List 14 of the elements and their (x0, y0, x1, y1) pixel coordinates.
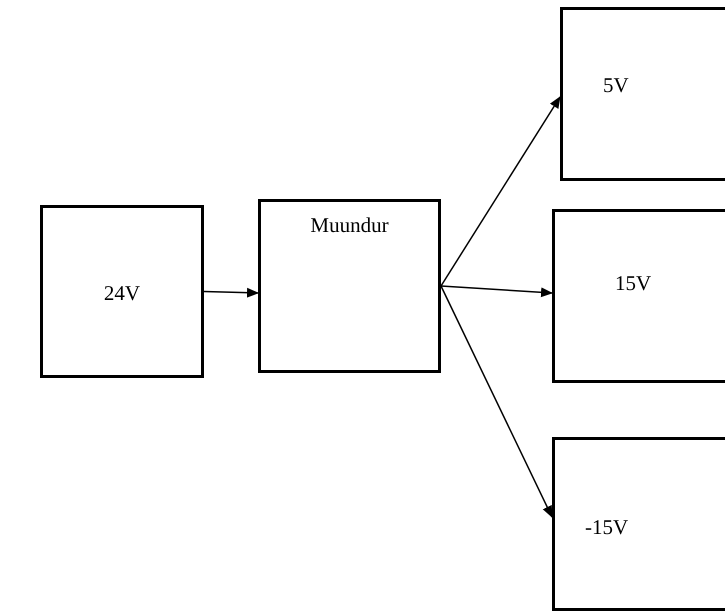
process-box (552, 437, 725, 611)
arrow (440, 285, 553, 298)
arrow (440, 96, 561, 286)
arrow (204, 288, 259, 298)
box-label: 24V (102, 280, 142, 306)
box-label: Muundur (309, 212, 390, 238)
process-box (560, 7, 725, 181)
process-box (258, 199, 441, 373)
box-label: 15V (615, 270, 652, 296)
box-label: 5V (603, 72, 629, 98)
process-box (552, 209, 725, 383)
arrow (440, 286, 553, 518)
box-label: -15V (585, 514, 628, 540)
process-box (40, 205, 204, 378)
